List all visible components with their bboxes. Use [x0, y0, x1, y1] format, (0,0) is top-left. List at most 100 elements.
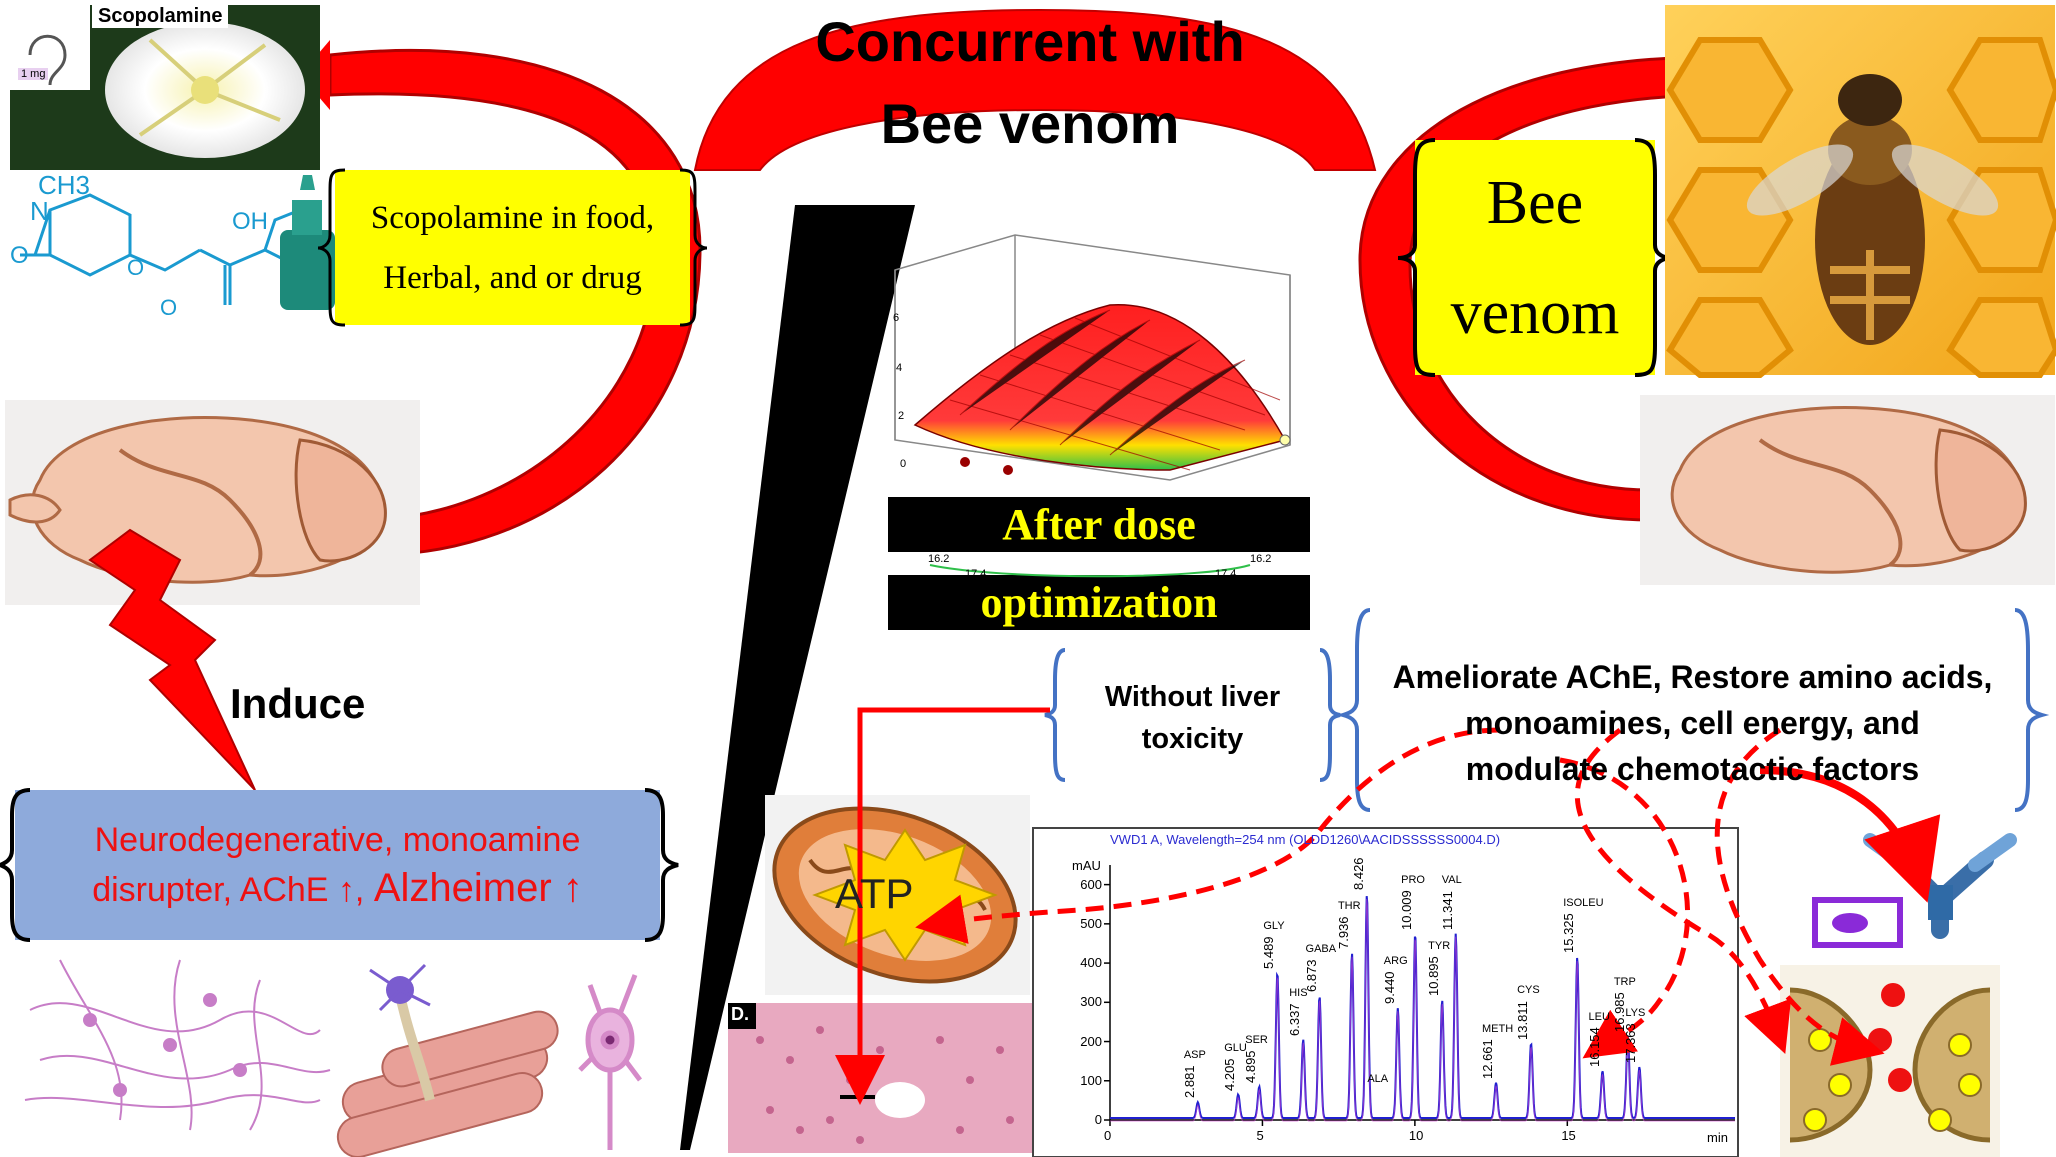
hplc-peak-name: TRP [1613, 975, 1636, 988]
liver-line2: toxicity [1141, 722, 1244, 755]
hplc-peak-rt: 9.440 [1381, 971, 1397, 1005]
floor-tick-1: 16.2 [928, 553, 950, 565]
formula-ch3: CH3 [38, 170, 91, 200]
formula-o2: O [127, 255, 145, 280]
neuron-muscle-image [336, 963, 559, 1157]
hplc-peak-rt: 6.873 [1303, 959, 1319, 993]
bee-venom-line1: Bee [1486, 168, 1584, 237]
after-dose-text: After dose [1002, 500, 1196, 549]
hplc-peak-name: THR [1337, 900, 1361, 913]
histology-image [728, 1003, 1033, 1153]
effects-box-text: Ameliorate AChE, Restore amino acids, mo… [1370, 650, 2015, 795]
hplc-x-tick-label: 5 [1256, 1128, 1264, 1143]
hplc-x-tick-label: 0 [1104, 1128, 1112, 1143]
hplc-peak-rt: 6.337 [1287, 1003, 1303, 1036]
right-brain-image [1640, 395, 2055, 585]
hplc-peak-name: ASP [1183, 1049, 1206, 1062]
effects-bracket-left [1335, 608, 1371, 812]
left-brain-image [5, 400, 420, 605]
hplc-x-tick-label: 15 [1561, 1128, 1576, 1143]
hplc-y-tick-label: 600 [1080, 876, 1102, 892]
hplc-peak-name: CYS [1517, 983, 1540, 996]
dose-label: 1 mg [18, 68, 49, 80]
hplc-peak-name: LEU [1588, 1010, 1610, 1023]
liver-to-histology-arrow [835, 707, 1050, 1105]
scopolamine-photo-label: Scopolamine [92, 5, 229, 28]
effects-line3: modulate chemotactic factors [1465, 750, 1920, 787]
hplc-peak-rt: 12.661 [1480, 1038, 1495, 1079]
hplc-peak-name: LYS [1625, 1007, 1646, 1020]
scopolamine-box-line2: Herbal, and or drug [383, 259, 642, 296]
hplc-x-tick-label: 10 [1408, 1128, 1424, 1143]
optimization-text: optimization [980, 578, 1218, 627]
surface-tick-2: 2 [898, 410, 905, 422]
scopolamine-box [335, 170, 690, 325]
hplc-chromatogram [1032, 827, 1739, 1157]
optimization-bar [888, 575, 1310, 630]
header-line1: Concurrent with [815, 10, 1245, 73]
hplc-peak-name: GABA [1305, 943, 1337, 956]
hplc-peak-rt: 5.489 [1261, 936, 1277, 969]
hplc-peak-name: VAL [1441, 873, 1462, 886]
hplc-peak-name: TYR [1428, 940, 1451, 953]
hplc-y-tick-label: 200 [1080, 1033, 1102, 1049]
top-arch [693, 8, 1377, 171]
hplc-peak-name: SER [1245, 1033, 1268, 1046]
hplc-trace-secondary [1110, 899, 1735, 1122]
bee-venom-box-text: Bee venom [1415, 140, 1655, 375]
antibody-arrow [1759, 766, 1941, 903]
hplc-y-unit: mAU [1072, 858, 1101, 873]
neuron-network [24, 959, 331, 1131]
formula-o3: O [160, 295, 178, 320]
liver-line1: Without liver [1104, 680, 1281, 713]
histology-label: D. [731, 1004, 749, 1024]
hplc-peak-rt: 4.205 [1222, 1057, 1238, 1091]
formula-o1: O [10, 242, 29, 269]
hplc-peak-name: ISOLEU [1563, 897, 1604, 910]
neuro-line2: disrupter, AChE ↑, [92, 871, 365, 909]
scopolamine-structure [20, 193, 321, 305]
floor-tick-2: 17.4 [965, 568, 987, 580]
hplc-y-tick-label: 300 [1080, 994, 1102, 1010]
scopolamine-box-line1: Scopolamine in food, [370, 199, 655, 236]
neuro-line2-wrap: disrupter, AChE ↑, Alzheimer ↑ [92, 864, 583, 914]
floor-tick-4: 16.2 [1250, 553, 1272, 565]
surface-tick-4: 4 [896, 362, 903, 374]
hplc-peak-rt: 16.154 [1586, 1027, 1602, 1067]
formula-oh: OH [232, 208, 268, 235]
neuro-line2-alzheimer: Alzheimer ↑ [373, 866, 583, 910]
hplc-peak-rt: 7.936 [1335, 916, 1351, 950]
hplc-y-tick-label: 100 [1080, 1072, 1102, 1088]
induce-label: Induce [230, 680, 366, 727]
hplc-peak-name: PRO [1401, 873, 1425, 886]
hplc-peak-name: GLU [1224, 1041, 1247, 1054]
hplc-peak-rt: 2.881 [1181, 1065, 1197, 1099]
liver-bracket-left [1044, 648, 1066, 782]
dashed-arrows [915, 727, 1885, 1066]
hplc-x-unit: min [1707, 1130, 1728, 1145]
neuro-line1: Neurodegenerative, monoamine [94, 821, 581, 859]
hplc-peak-rt: 13.811 [1515, 1000, 1531, 1040]
honeycomb-bee-photo [1665, 5, 2056, 378]
hplc-peak-name: HIS [1289, 986, 1308, 999]
floor-tick-3: 17.4 [1215, 568, 1237, 580]
lightning-bolt [88, 528, 256, 791]
hplc-peak-name: ALA [1367, 1072, 1389, 1085]
single-neuron [578, 974, 642, 1150]
black-wedge [680, 205, 915, 1150]
hplc-peak-name: GLY [1263, 919, 1285, 932]
hplc-y-tick-label: 400 [1080, 955, 1102, 971]
neuro-box [15, 790, 660, 940]
flower-photo [10, 5, 320, 170]
ear-icon [28, 34, 67, 86]
hplc-peak-name: METH [1482, 1022, 1514, 1035]
hplc-peak-rt: 4.895 [1243, 1050, 1259, 1083]
liver-box-text: Without liver toxicity [1065, 665, 1320, 770]
hplc-peak-rt: 8.426 [1350, 857, 1366, 891]
hplc-peak-rt: 15.325 [1561, 913, 1577, 954]
surface-tick-0: 0 [900, 458, 907, 470]
surface-plot [894, 234, 1291, 481]
after-dose-bar [888, 497, 1310, 552]
